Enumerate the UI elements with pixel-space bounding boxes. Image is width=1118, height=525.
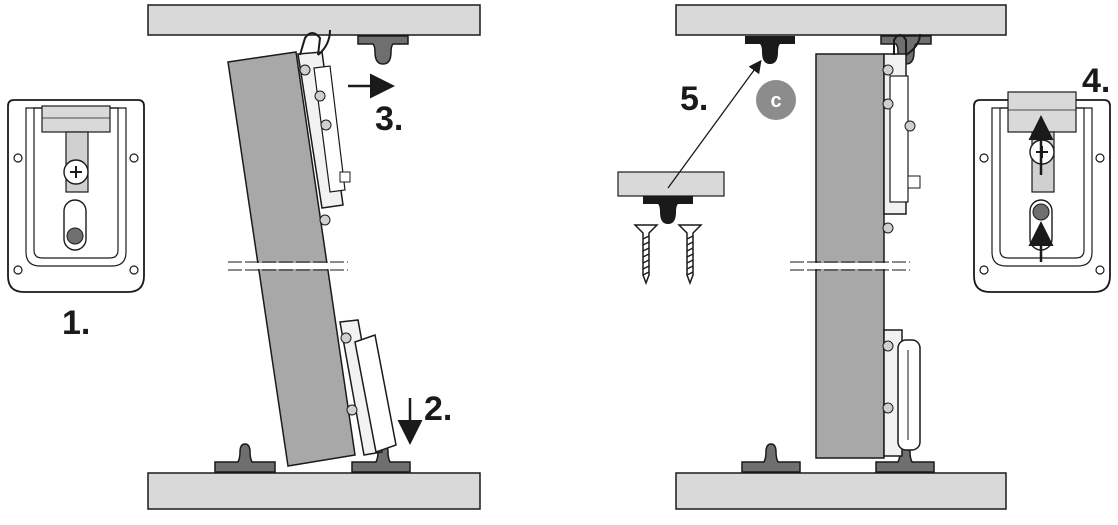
- track-clip-icon: [741, 443, 801, 473]
- step-4-label: 4.: [1082, 62, 1110, 100]
- mounting-plate-icon: [7, 99, 145, 293]
- right-scene: 5. c 4.: [617, 4, 1111, 510]
- screw-icon: [678, 224, 702, 284]
- step-1-label: 1.: [62, 304, 90, 342]
- bottom-rail-right: [675, 472, 1007, 510]
- badge: c: [756, 80, 796, 120]
- top-rail-right: [675, 4, 1007, 36]
- bottom-rail-left: [147, 472, 481, 510]
- screw-detail: [617, 59, 762, 284]
- step-5-label: 5.: [680, 80, 708, 118]
- track-clip-icon: [357, 35, 409, 65]
- top-rail-left: [147, 4, 481, 36]
- step-2-label: 2.: [424, 390, 452, 428]
- screw-icon: [634, 224, 658, 284]
- door-panel-tilted: [227, 29, 397, 467]
- left-scene: 3. 2. 1.: [7, 4, 481, 510]
- door-panel-upright: [790, 33, 921, 459]
- mounting-plate-icon: [973, 91, 1111, 293]
- arrow-icon: [667, 59, 762, 189]
- track-clip-icon: [214, 443, 276, 473]
- step-3-label: 3.: [375, 100, 403, 138]
- track-clip-icon: [745, 36, 795, 64]
- badge-text: c: [770, 90, 781, 112]
